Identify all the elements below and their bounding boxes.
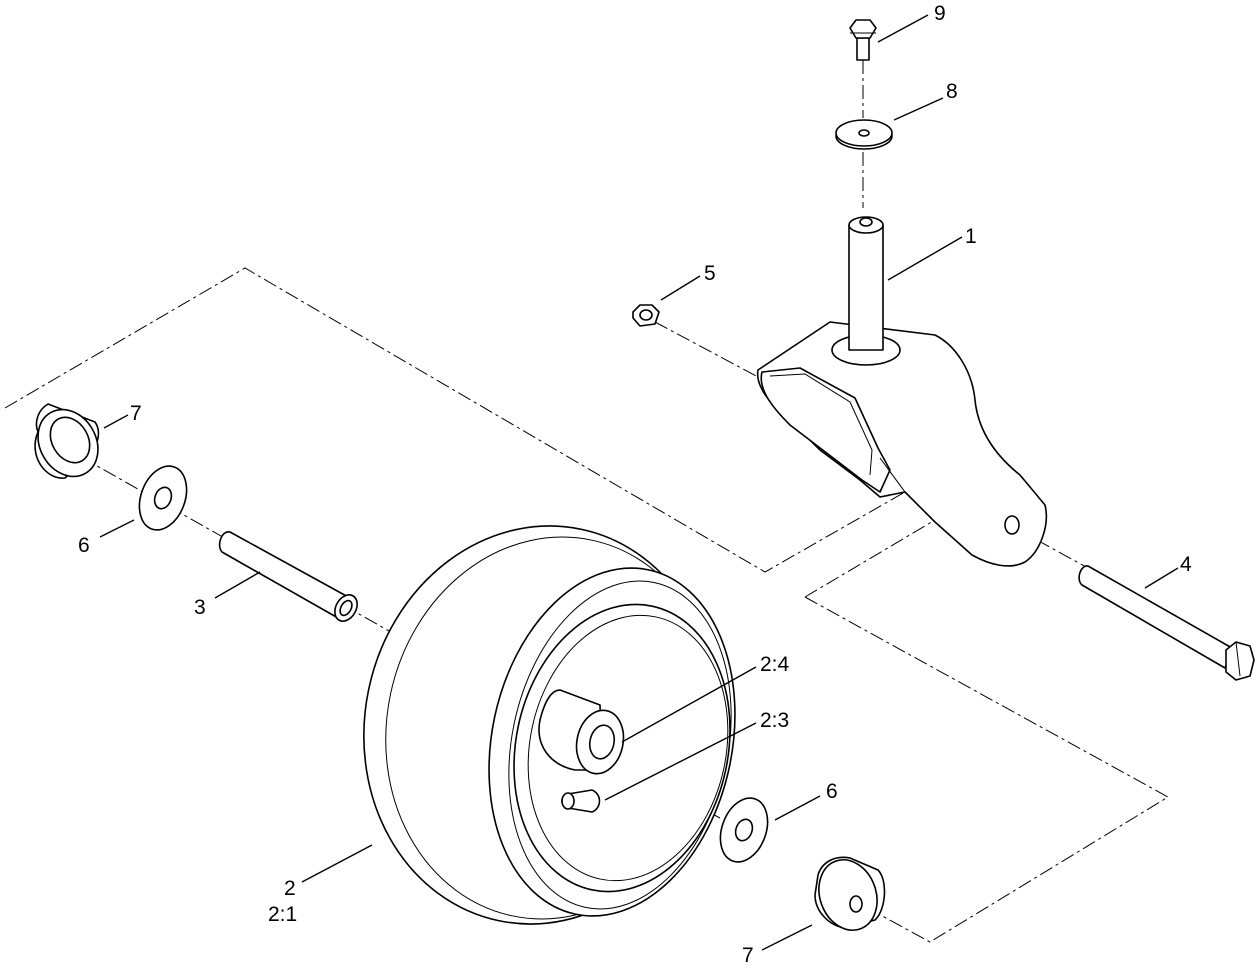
callout-4: 4	[1180, 553, 1192, 576]
callout-6-right: 6	[826, 780, 838, 803]
callout-8: 8	[946, 80, 958, 103]
part-6-washer-right	[719, 797, 769, 863]
callout-5: 5	[704, 262, 716, 285]
callout-leaders	[99, 14, 1179, 951]
callout-3: 3	[194, 596, 206, 619]
callout-2-4: 2:4	[760, 653, 790, 676]
callout-1: 1	[965, 225, 977, 248]
callout-6-left: 6	[78, 534, 90, 557]
part-4-axle-bolt	[1078, 565, 1255, 681]
part-9-bolt	[849, 19, 877, 61]
callout-2-3: 2:3	[760, 709, 789, 732]
part-5-nut	[632, 304, 660, 327]
part-3-spacer-tube	[218, 531, 358, 622]
callout-7-right: 7	[742, 944, 754, 967]
callout-2: 2	[284, 877, 296, 900]
callout-labels: 9 8 1 5 7 6 3 4 2:4 2:3 6 2 2:1 7	[78, 2, 1192, 967]
callout-2-1: 2:1	[268, 903, 297, 926]
part-2-wheel-assembly	[363, 525, 736, 925]
part-8-washer	[835, 119, 893, 150]
part-1-caster-fork	[756, 216, 1048, 567]
part-6-washer-left	[138, 465, 188, 531]
callout-7-left: 7	[130, 402, 142, 425]
callout-9: 9	[934, 2, 946, 25]
part-7-spacer-right	[814, 856, 886, 931]
part-7-spacer-left	[34, 403, 100, 479]
